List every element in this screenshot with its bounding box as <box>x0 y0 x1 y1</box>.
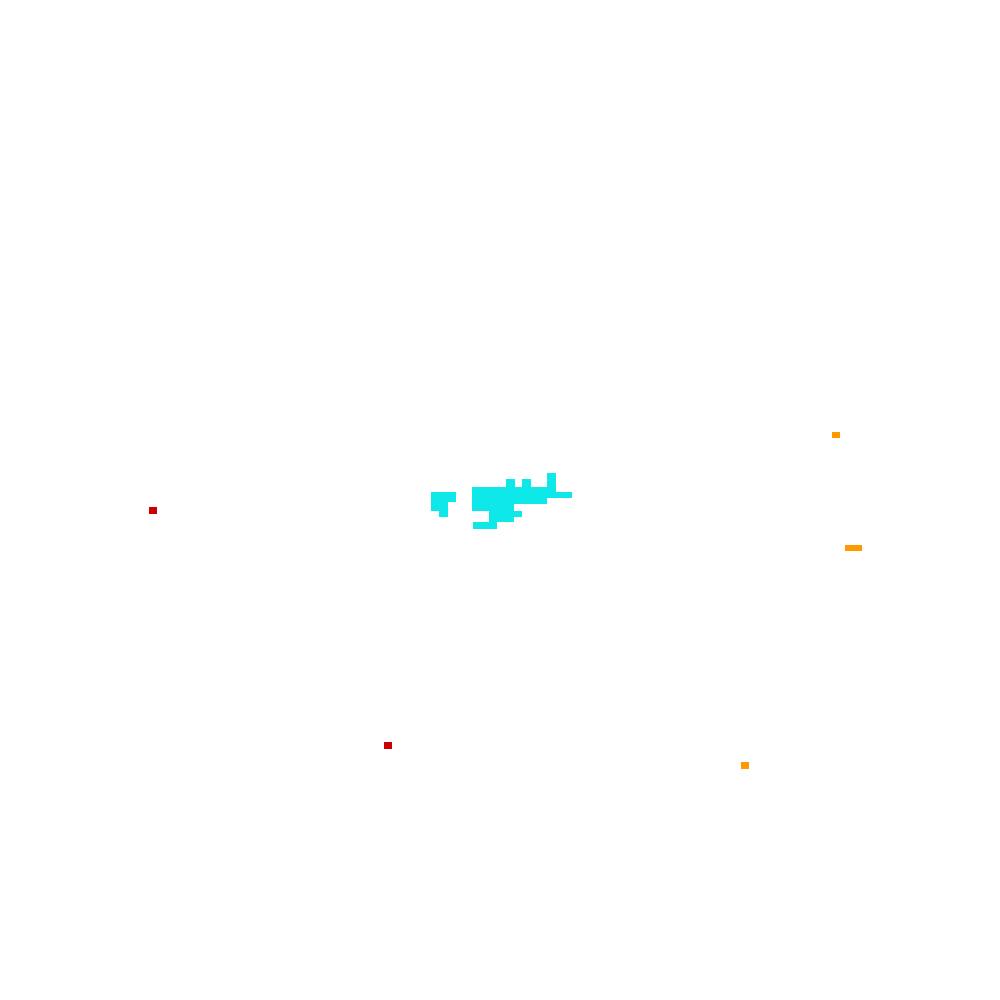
cyan-block <box>489 517 514 522</box>
cyan-block <box>431 492 456 502</box>
red-marker <box>384 742 392 749</box>
cyan-block <box>472 492 572 498</box>
cyan-block <box>506 479 515 487</box>
cyan-block <box>472 498 547 504</box>
red-marker <box>149 507 157 514</box>
orange-marker <box>832 432 840 438</box>
cyan-block <box>472 487 556 492</box>
orange-marker <box>845 545 862 551</box>
orange-marker <box>741 762 749 769</box>
cyan-block <box>472 504 514 511</box>
cyan-block <box>473 522 497 529</box>
cyan-block <box>431 502 448 511</box>
cyan-block <box>489 511 522 517</box>
cyan-block <box>522 479 531 487</box>
cyan-block <box>547 473 556 487</box>
cyan-block <box>439 511 448 517</box>
